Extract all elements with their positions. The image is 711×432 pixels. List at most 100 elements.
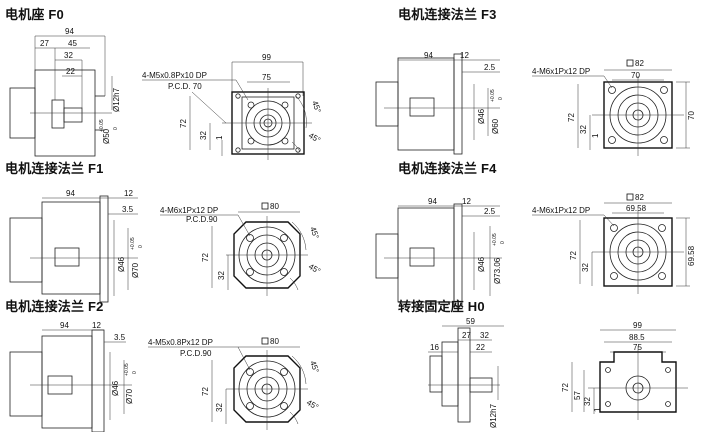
f4-side-view: 94 12 2.5 Ø46 Ø73.06 +0.05 0 [375, 197, 506, 307]
f0-dim-22: 22 [66, 67, 75, 76]
f3-dim-46: Ø46 [477, 108, 486, 124]
h0-dim-32: 32 [480, 331, 489, 340]
f3-dim-94: 94 [424, 51, 433, 60]
f2-tol-dn: 0 [132, 371, 138, 374]
f0-note-pcd: P.C.D. 70 [168, 82, 202, 91]
h0-dim-59: 59 [466, 317, 475, 326]
f2-tol-up: +0.05 [124, 363, 130, 376]
f3-dim-12: 12 [460, 51, 469, 60]
f0-front-view: 99 75 4-M5x0.8Px10 DP P.C.D. 70 72 32 1 … [142, 53, 323, 160]
f2-angle-45b: 45° [305, 398, 320, 412]
title-f3: 电机连接法兰 F3 [398, 7, 497, 22]
f1-front-view: 80 4-M6x1Px12 DP P.C.D.90 72 32 45° 45° [160, 202, 322, 296]
f4-tol-dn: 0 [500, 241, 506, 244]
h0-dim-885: 88.5 [629, 333, 645, 342]
f3-side-view: 94 12 2.5 Ø46 Ø60 +0.05 0 [375, 51, 504, 155]
title-h0: 转接固定座 H0 [398, 299, 485, 314]
f4-tol-up: +0.05 [492, 233, 498, 246]
h0-dim-75: 75 [633, 343, 642, 352]
f2-angle-45a: 45° [308, 360, 321, 374]
h0-dim-99: 99 [633, 321, 642, 330]
f3-dim-70: 70 [631, 71, 640, 80]
f1-side-view: 94 12 3.5 Ø46 Ø70 +0.05 0 [9, 189, 144, 303]
f0-dim-32b: 32 [199, 131, 208, 140]
h0-dim-22: 22 [476, 343, 485, 352]
f4-dim-94: 94 [428, 197, 437, 206]
f2-front-view: 80 4-M5x0.8Px12 DP P.C.D.90 72 32 45° 45… [148, 337, 321, 430]
f2-dim-70: Ø70 [125, 388, 134, 404]
f0-dim-94: 94 [65, 27, 74, 36]
f3-dim-2-5: 2.5 [484, 63, 496, 72]
f1-angle-45a: 45° [308, 226, 321, 240]
f0-dim-1: 1 [215, 135, 224, 140]
f0-note-thread: 4-M5x0.8Px10 DP [142, 71, 207, 80]
f1-tol-up: +0.05 [130, 237, 136, 250]
f2-note-thread: 4-M5x0.8Px12 DP [148, 338, 213, 347]
f2-dim-32: 32 [215, 403, 224, 412]
f0-dim-99: 99 [262, 53, 271, 62]
f3-dim-sq82: 82 [635, 59, 644, 68]
f4-dim-6958v: 69.58 [687, 245, 696, 266]
f4-dim-72: 72 [569, 251, 578, 260]
f0-tol-up: +0.05 [99, 119, 105, 132]
f4-dim-2-5: 2.5 [484, 207, 496, 216]
title-f1: 电机连接法兰 F1 [5, 161, 104, 176]
f1-dim-72: 72 [201, 253, 210, 262]
f1-note-thread: 4-M6x1Px12 DP [160, 206, 218, 215]
f2-dim-sq80: 80 [270, 337, 279, 346]
f0-dim-45: 45 [68, 39, 77, 48]
f0-dim-32: 32 [64, 51, 73, 60]
f4-dim-46: Ø46 [477, 256, 486, 272]
f0-dim-50: Ø50 [102, 128, 111, 144]
f2-dim-72: 72 [201, 387, 210, 396]
f1-square-icon [261, 202, 269, 210]
f3-front-view: 82 70 4-M6x1Px12 DP 72 32 1 70 [532, 59, 696, 156]
f1-dim-46: Ø46 [117, 256, 126, 272]
h0-dim-12h7: Ø12h7 [489, 403, 498, 428]
f1-dim-3-5: 3.5 [122, 205, 134, 214]
h0-front-view: 99 88.5 75 72 57 32 1 [561, 321, 688, 420]
h0-dim-32b: 32 [583, 397, 592, 406]
f4-dim-73: Ø73.06 [493, 257, 502, 284]
f3-dim-1: 1 [591, 133, 600, 138]
f3-tol-dn: 0 [498, 97, 504, 100]
h0-dim-16: 16 [430, 343, 439, 352]
f0-tol-dn: 0 [113, 127, 119, 130]
h0-side-view: 59 27 32 22 16 Ø12h7 [428, 317, 504, 428]
f4-dim-32: 32 [581, 263, 590, 272]
f1-angle-45b: 45° [307, 262, 322, 276]
f4-square-icon [626, 193, 634, 201]
f3-square-icon [626, 59, 634, 67]
h0-dim-27: 27 [462, 331, 471, 340]
f3-tol-up: +0.05 [490, 89, 496, 102]
f0-dim-75: 75 [262, 73, 271, 82]
f2-dim-3-5: 3.5 [114, 333, 126, 342]
f4-front-view: 82 69.58 4-M6x1Px12 DP 72 32 69.58 [532, 193, 696, 294]
f4-dim-12: 12 [462, 197, 471, 206]
title-f0: 电机座 F0 [5, 7, 64, 22]
f1-dim-94: 94 [66, 189, 75, 198]
h0-dim-1: 1 [593, 407, 602, 412]
f3-note-thread: 4-M6x1Px12 DP [532, 67, 590, 76]
f4-dim-6958: 69.58 [626, 204, 647, 213]
f2-note-pcd: P.C.D.90 [180, 349, 212, 358]
f0-dim-12h7: Ø12h7 [112, 87, 121, 112]
f1-tol-dn: 0 [138, 245, 144, 248]
f3-dim-70v: 70 [687, 111, 696, 120]
f2-dim-46: Ø46 [111, 380, 120, 396]
f0-dim-27: 27 [40, 39, 49, 48]
f3-dim-72: 72 [567, 113, 576, 122]
f0-angle-45a: 45° [310, 100, 323, 114]
f0-dim-72: 72 [179, 119, 188, 128]
f2-dim-94: 94 [60, 321, 69, 330]
f1-dim-sq80: 80 [270, 202, 279, 211]
f1-dim-12: 12 [124, 189, 133, 198]
f1-dim-70: Ø70 [131, 262, 140, 278]
f3-dim-32: 32 [579, 125, 588, 134]
f0-side-view: 94 27 45 32 22 Ø12h7 Ø50 +0.05 0 [9, 27, 121, 157]
f2-side-view: 94 12 3.5 Ø46 Ø70 +0.05 0 [9, 321, 138, 432]
f4-dim-sq82: 82 [635, 193, 644, 202]
f1-dim-32: 32 [217, 271, 226, 280]
title-f4: 电机连接法兰 F4 [398, 161, 497, 176]
f3-dim-60: Ø60 [491, 118, 500, 134]
